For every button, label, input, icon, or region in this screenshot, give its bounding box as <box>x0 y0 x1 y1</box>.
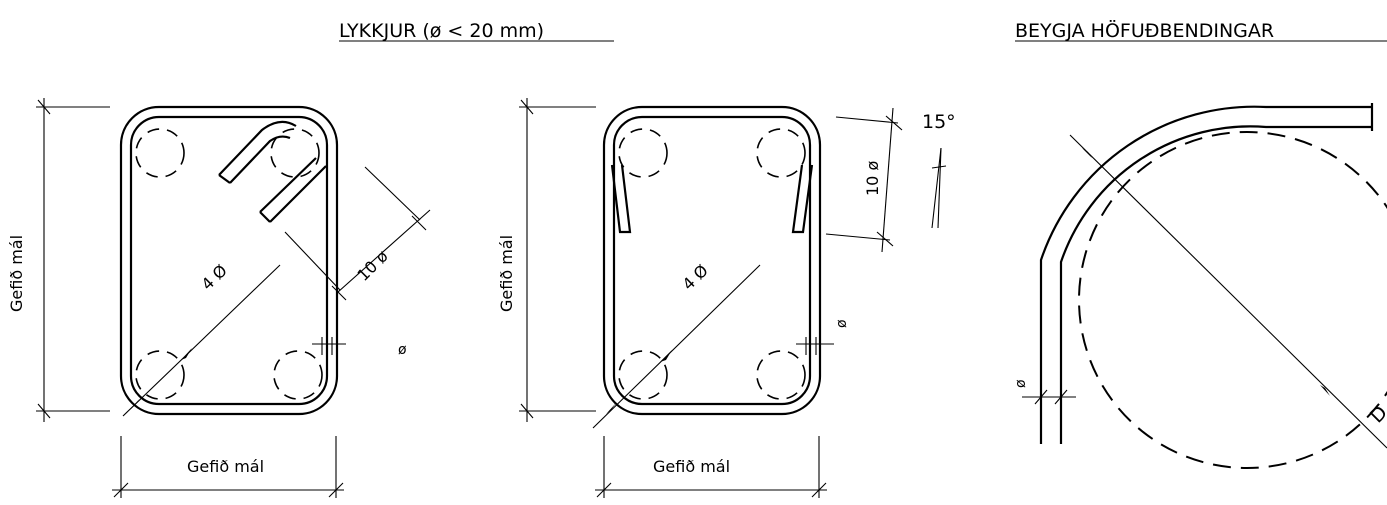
lap-length-dim-line <box>881 107 894 253</box>
lap-tick-bottom <box>876 231 894 247</box>
bent-bar-inner <box>1059 125 1372 444</box>
angle-line-2 <box>937 147 942 229</box>
corner2-bar-bottom-left <box>618 350 668 400</box>
bent-bar-outer <box>1039 105 1372 444</box>
width-tick-right-1 <box>328 482 344 498</box>
stirrup-outer-line <box>119 105 339 416</box>
hook-leg-1b <box>229 135 291 184</box>
label-ten-dia-1: 10 ø <box>353 246 391 284</box>
width-tick-right-2 <box>811 482 827 498</box>
label-four-dia-2: 4 Ø <box>679 261 712 294</box>
corner-bar-top-right <box>270 128 320 178</box>
height-tick-bottom-2 <box>520 403 534 419</box>
label-dia-2: ø <box>834 319 850 328</box>
angle-line-1 <box>931 147 942 229</box>
lap-end-left <box>610 164 632 234</box>
hook-end-2 <box>259 211 271 223</box>
label-ten-dia-2: 10 ø <box>863 161 882 196</box>
hook-leg-2 <box>259 157 317 213</box>
label-height-given-2: Gefið mál <box>497 235 516 312</box>
height-tick-bottom-1 <box>37 403 51 419</box>
corner2-bar-top-left <box>618 128 668 178</box>
corner2-bar-bottom-right <box>756 350 806 400</box>
hook-length-ext-1 <box>284 231 341 291</box>
bend-diameter-dim-line <box>122 264 281 417</box>
height-tick-top-2 <box>520 99 534 115</box>
hook-end-1 <box>218 174 231 184</box>
main-bar-bend-detail: D ø <box>1013 103 1387 469</box>
label-width-given-2: Gefið mál <box>653 457 730 476</box>
stirrup2-outer-line <box>602 105 822 416</box>
hook-length-ext-2 <box>364 166 421 221</box>
corner2-bar-top-right <box>756 128 806 178</box>
lap-end-right <box>791 164 814 234</box>
stirrup-hook-detail: 4 Ø 10 ø ø Gefið mál Gefið mál <box>7 98 431 498</box>
bar3-dia-tick-b <box>1054 389 1068 405</box>
label-fifteen-degrees: 15° <box>922 111 956 133</box>
label-height-given-1: Gefið mál <box>7 235 26 312</box>
mandrel-arrow-top <box>1082 148 1092 158</box>
label-dia-3: ø <box>1013 379 1029 388</box>
bend2-diameter-dim-line <box>592 264 761 429</box>
heading-bending: BEYGJA HÖFUÐBENDINGAR <box>1015 19 1274 42</box>
lap-tick-top <box>885 115 903 131</box>
corner-bar-top-left <box>135 128 185 178</box>
label-dia-1: ø <box>398 342 407 358</box>
mandrel-circle <box>1078 131 1387 469</box>
lap-ext-top <box>835 116 899 124</box>
lap-ext-bottom <box>825 233 891 241</box>
stirrup-inner-line <box>129 115 329 406</box>
width-tick-left-2 <box>596 482 612 498</box>
bend2-arrow-head <box>660 350 672 362</box>
mandrel-arrow-bottom <box>1320 385 1330 396</box>
stirrup-lap-detail: 4 Ø 10 ø 15° ø Gefið mál Gefið mál <box>497 98 956 498</box>
hook-leg-2b <box>269 165 327 223</box>
bend-arrow-head-2 <box>130 398 140 410</box>
corner-bar-bottom-right <box>273 350 323 400</box>
height-tick-top-1 <box>37 99 51 115</box>
hook-leg-1 <box>218 120 297 176</box>
bend2-arrow-head-2 <box>606 402 617 414</box>
width-tick-left-1 <box>113 482 129 498</box>
label-four-dia-1: 4 Ø <box>198 261 231 294</box>
corner-bar-bottom-left <box>135 350 185 400</box>
hook-length-dim-line <box>337 209 431 293</box>
mandrel-diameter-line <box>1069 134 1387 449</box>
heading-stirrups: LYKKJUR (ø < 20 mm) <box>339 20 544 42</box>
bend-arrow-head <box>181 348 192 360</box>
hook-tick-1 <box>331 285 347 301</box>
angle-tick <box>931 165 947 169</box>
label-width-given-1: Gefið mál <box>187 457 264 476</box>
stirrup2-inner-line <box>612 115 812 406</box>
hook-tick-2 <box>411 215 427 231</box>
label-mandrel-dia-partial: D <box>1366 402 1387 428</box>
bar3-dia-tick-a <box>1034 389 1048 405</box>
